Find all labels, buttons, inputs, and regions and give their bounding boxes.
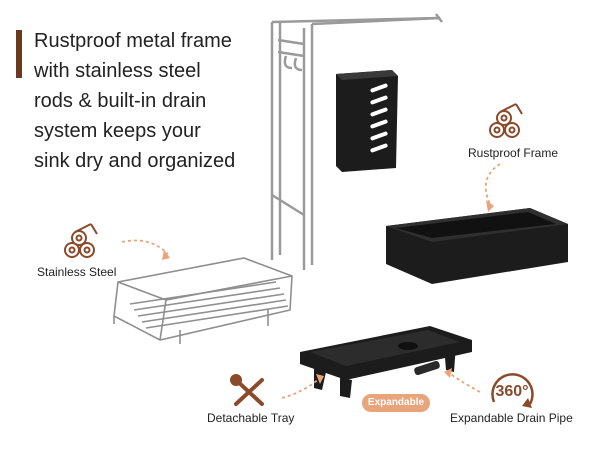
label-stainless-steel: Stainless Steel (37, 265, 117, 279)
label-rustproof-frame: Rustproof Frame (468, 146, 559, 160)
logs-icon (64, 223, 98, 258)
curved-arrow-icon (447, 371, 481, 393)
drain-tray (300, 326, 472, 398)
headline-line: system keeps your (34, 120, 201, 142)
headline-line: Rustproof metal frame (34, 30, 232, 52)
curved-arrow-icon (121, 239, 169, 255)
expandable-badge: Expandable (362, 394, 430, 412)
utensil-holder (336, 70, 398, 172)
arrow-head-icon (444, 368, 452, 378)
rotation-degrees: 360° (495, 383, 528, 400)
headline-line: with stainless steel (34, 60, 201, 82)
metal-frame (270, 13, 443, 270)
sponge-tray (386, 208, 568, 284)
steel-basket (113, 257, 293, 344)
label-expandable-drain-pipe: Expandable Drain Pipe (450, 411, 573, 425)
curved-arrow-icon (484, 163, 501, 205)
arrow-head-icon (316, 374, 324, 384)
arrow-head-icon (162, 250, 170, 260)
tools-icon (230, 374, 264, 406)
headline-line: rods & built-in drain (34, 90, 207, 112)
logs-icon (489, 103, 523, 138)
headline-line: sink dry and organized (34, 150, 236, 172)
rotate-360-icon: 360° (491, 373, 534, 408)
headline: Rustproof metal frame with stainless ste… (34, 26, 274, 176)
arrow-head-icon (486, 200, 494, 212)
label-detachable-tray: Detachable Tray (207, 411, 295, 425)
accent-bar (16, 30, 22, 78)
